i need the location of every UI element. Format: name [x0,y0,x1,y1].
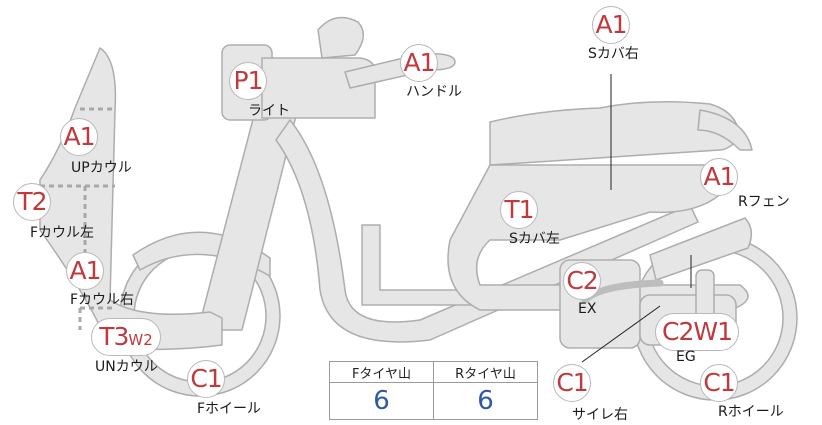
part-code-un-cowl-sub: W2 [128,331,153,349]
rear-tire-value: 6 [433,382,538,420]
part-label-seat-cover-right: Sカバ右 [588,46,639,62]
seat-shape [489,101,741,166]
part-label-f-cowl-right: Fカウル右 [70,292,135,308]
part-label-r-fender: Rフェン [738,194,790,210]
rear-tire-header: Rタイヤ山 [433,361,538,383]
part-label-light: ライト [248,103,290,119]
part-label-un-cowl: UNカウル [95,359,158,375]
part-label-up-cowl: UPカウル [71,160,132,176]
part-code-f-cowl-right: A1 [66,252,104,290]
part-label-r-wheel: Rホイール [718,404,784,420]
leader-lines [581,74,692,363]
part-code-exhaust: C2 [563,262,601,300]
part-code-un-cowl-main: T3 [99,322,129,351]
part-code-light: P1 [229,62,267,100]
part-code-r-fender: A1 [700,158,738,196]
part-label-engine: EG [676,349,696,365]
part-label-exhaust: EX [578,301,597,317]
part-code-engine-sub: W1 [693,317,733,346]
part-code-seat-cover-right: A1 [592,6,630,44]
part-label-f-wheel: Fホイール [197,401,262,417]
part-code-silencer-right: C1 [553,364,591,402]
tire-tread-table: Fタイヤ山 Rタイヤ山 6 6 [329,361,538,420]
part-code-r-wheel: C1 [700,364,738,402]
part-label-f-cowl-left: Fカウル左 [30,225,95,241]
rear-fender-shape [697,109,753,151]
mirror-shape [317,16,364,59]
part-code-f-cowl-left: T2 [13,183,51,221]
silencer-shape [649,217,753,281]
part-code-up-cowl: A1 [60,118,98,156]
front-tire-header: Fタイヤ山 [329,361,434,383]
part-code-engine-main: C2 [662,317,694,346]
part-code-handle: A1 [400,44,438,82]
part-code-seat-cover-left: T1 [500,191,538,229]
part-label-seat-cover-left: Sカバ左 [509,231,560,247]
part-code-engine: C2W1 [655,313,739,351]
front-tire-value: 6 [329,382,434,420]
part-code-f-wheel: C1 [187,360,225,398]
part-label-silencer-right: サイレ右 [572,407,628,423]
part-label-handle: ハンドル [406,84,462,100]
part-code-un-cowl: T3W2 [91,318,161,356]
